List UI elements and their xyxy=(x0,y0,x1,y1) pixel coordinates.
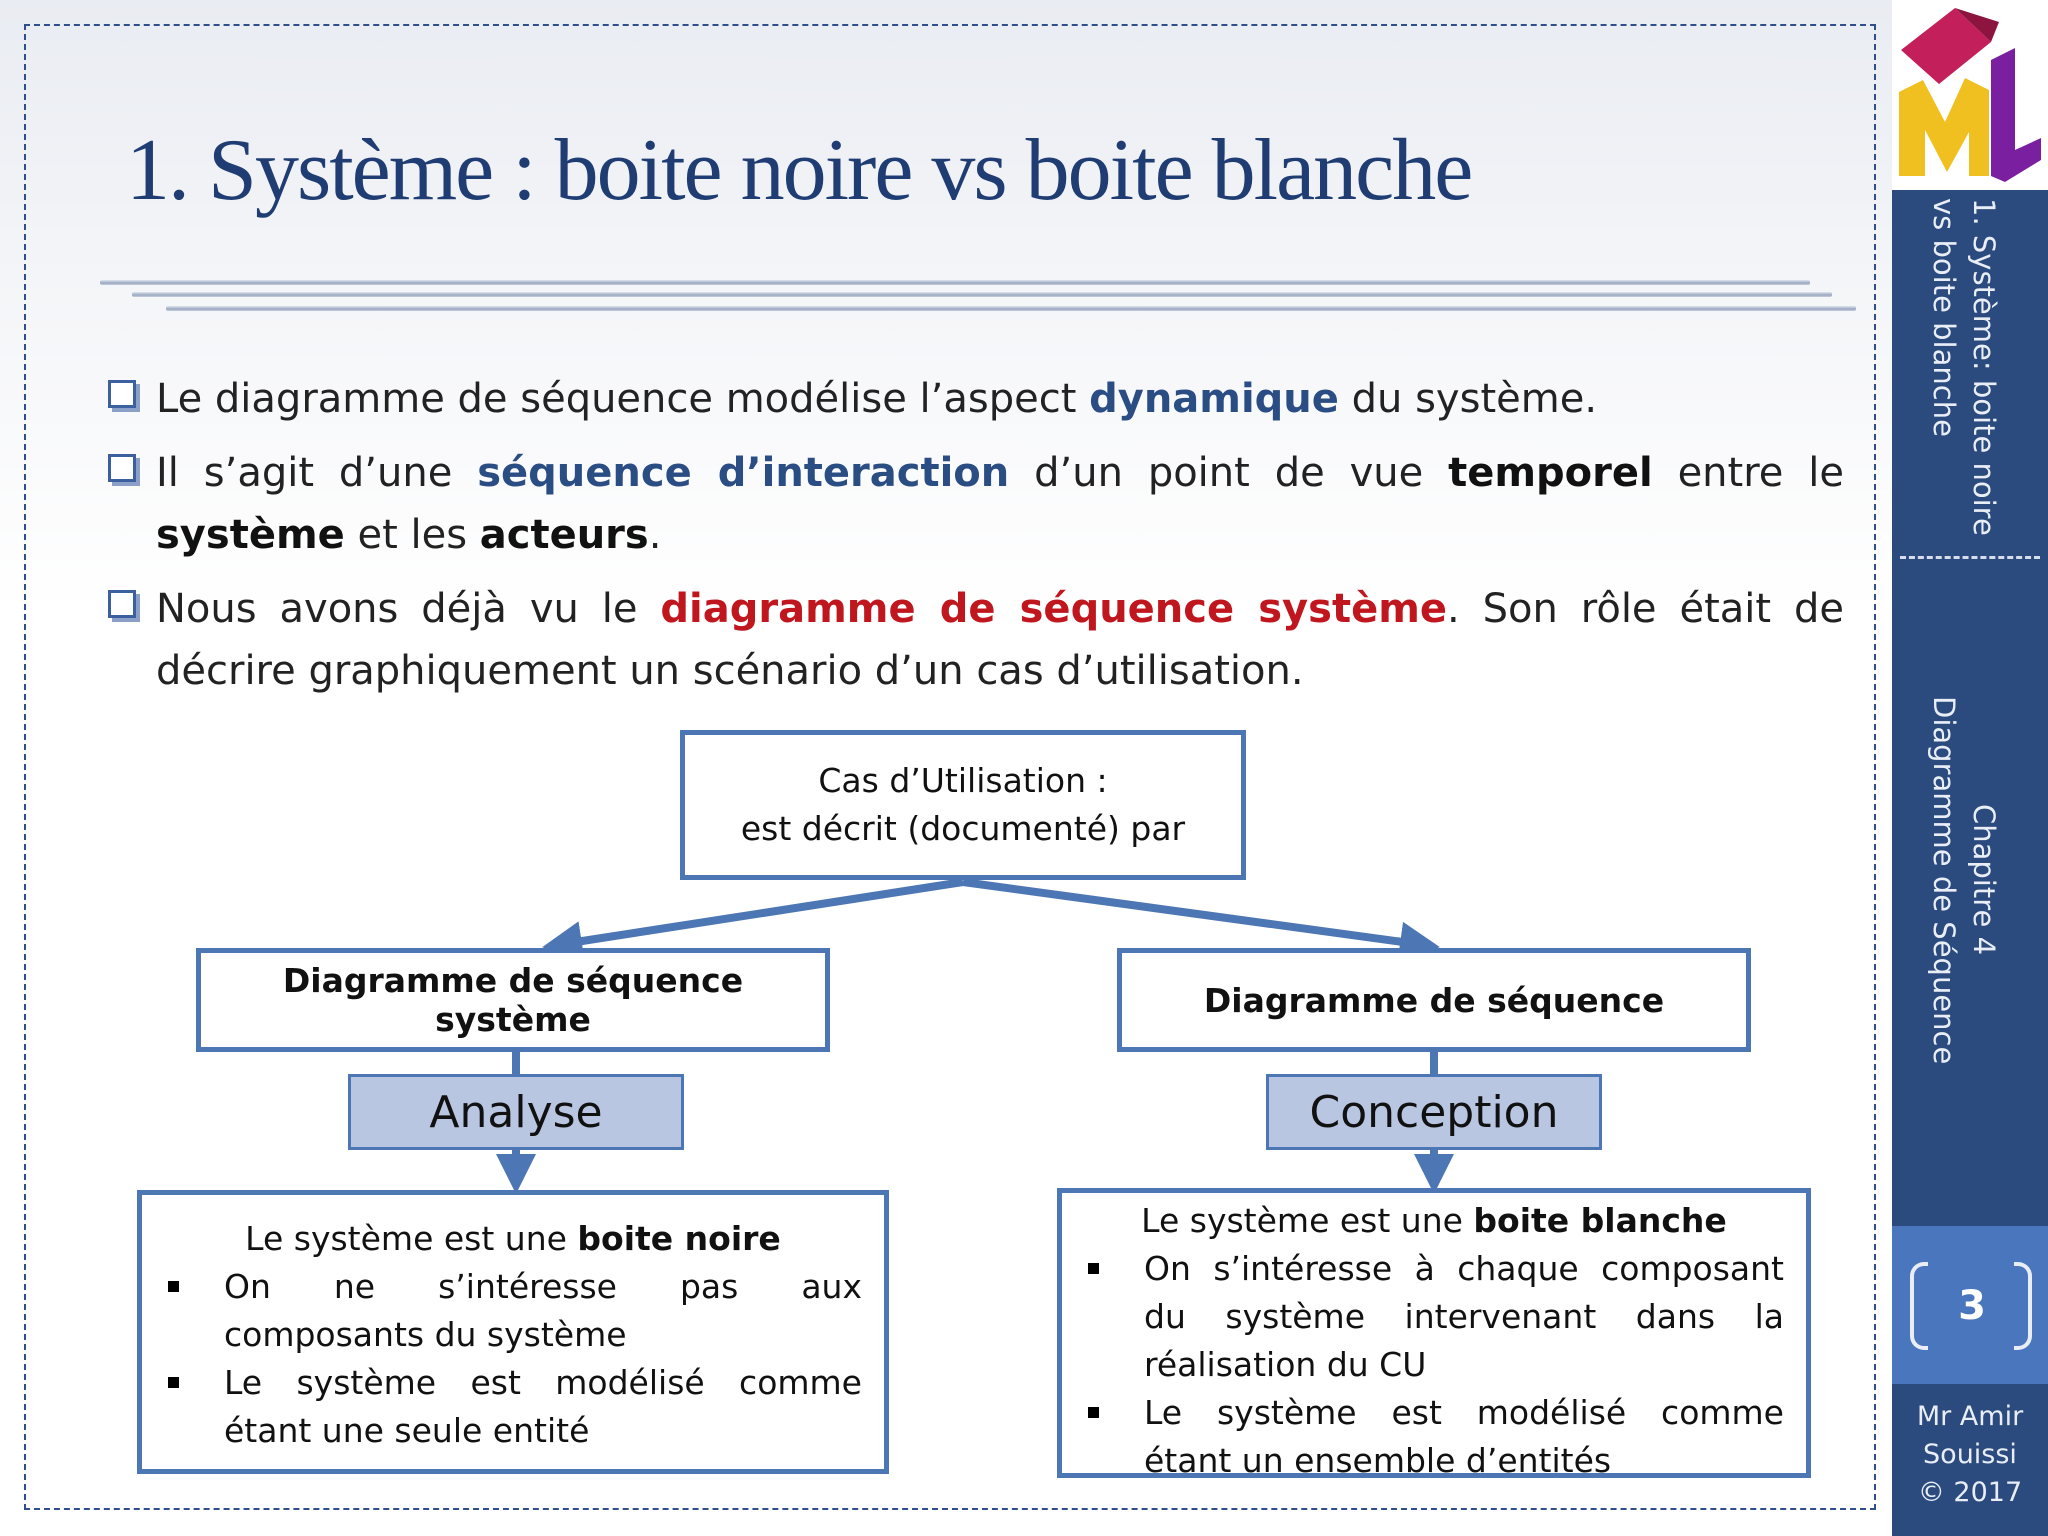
list-item: On ne s’intéresse pas aux composants du … xyxy=(164,1263,862,1359)
title-underline-3 xyxy=(166,306,1856,311)
list-item: Le système est modélisé comme étant une … xyxy=(164,1359,862,1455)
sequence-diagram-box: Diagramme de séquence xyxy=(1117,948,1751,1052)
checkbox-bullet-icon xyxy=(108,590,136,618)
keyword-sequence-interaction: séquence d’interaction xyxy=(477,450,1010,496)
sequence-diagram-label: Diagramme de séquence xyxy=(1203,980,1665,1020)
white-box-description: Le système est une boite blanche On s’in… xyxy=(1057,1188,1811,1480)
keyword-temporel: temporel xyxy=(1448,450,1653,496)
page-number: 3 xyxy=(1958,1283,1986,1329)
title-underline-1 xyxy=(100,280,1810,285)
keyword-diagramme-sequence-systeme: diagramme de séquence système xyxy=(660,586,1447,632)
bullet-list: Le diagramme de séquence modélise l’aspe… xyxy=(108,368,1844,714)
list-item: On s’intéresse à chaque composant du sys… xyxy=(1084,1245,1784,1389)
white-box-list: On s’intéresse à chaque composant du sys… xyxy=(1084,1245,1784,1485)
analyse-label: Analyse xyxy=(429,1086,603,1138)
system-sequence-diagram-label: Diagramme de séquence système xyxy=(282,961,744,1039)
black-box-list: On ne s’intéresse pas aux composants du … xyxy=(164,1263,862,1455)
bullet-item: Le diagramme de séquence modélise l’aspe… xyxy=(108,368,1844,430)
author-credit: Mr Amir Souissi © 2017 xyxy=(1916,1401,2024,1508)
page-number-panel xyxy=(1892,1226,2048,1384)
bullet-item: Nous avons déjà vu le diagramme de séque… xyxy=(108,578,1844,702)
title-underline-2 xyxy=(132,292,1832,297)
right-brace-icon xyxy=(2014,1262,2032,1350)
system-sequence-diagram-box: Diagramme de séquence système xyxy=(196,948,830,1052)
list-item: Le système est modélisé comme étant un e… xyxy=(1084,1389,1784,1485)
square-bullet-icon xyxy=(1088,1407,1099,1418)
keyword-systeme: système xyxy=(156,512,345,558)
use-case-box: Cas d’Utilisation : est décrit (document… xyxy=(680,730,1246,880)
square-bullet-icon xyxy=(168,1281,179,1292)
keyword-dynamique: dynamique xyxy=(1089,376,1339,422)
conception-phase-box: Conception xyxy=(1266,1074,1602,1150)
checkbox-bullet-icon xyxy=(108,380,136,408)
left-brace-icon xyxy=(1910,1262,1928,1350)
square-bullet-icon xyxy=(168,1377,179,1388)
slide-title: 1. Système : boite noire vs boite blanch… xyxy=(126,122,1473,219)
use-case-line-1: Cas d’Utilisation : xyxy=(818,761,1108,800)
black-box-heading: Le système est une boite noire xyxy=(245,1219,781,1258)
analyse-phase-box: Analyse xyxy=(348,1074,684,1150)
dashed-slide-frame xyxy=(24,24,1876,1510)
bullet-item: Il s’agit d’une séquence d’interaction d… xyxy=(108,442,1844,566)
conception-label: Conception xyxy=(1309,1086,1559,1138)
white-box-heading: Le système est une boite blanche xyxy=(1141,1201,1727,1240)
keyword-acteurs: acteurs xyxy=(479,512,649,558)
use-case-line-2: est décrit (documenté) par xyxy=(740,809,1186,848)
square-bullet-icon xyxy=(1088,1263,1099,1274)
checkbox-bullet-icon xyxy=(108,454,136,482)
sidebar-divider xyxy=(1900,556,2040,559)
black-box-description: Le système est une boite noire On ne s’i… xyxy=(137,1190,889,1474)
uml-logo-icon xyxy=(1899,8,2041,182)
